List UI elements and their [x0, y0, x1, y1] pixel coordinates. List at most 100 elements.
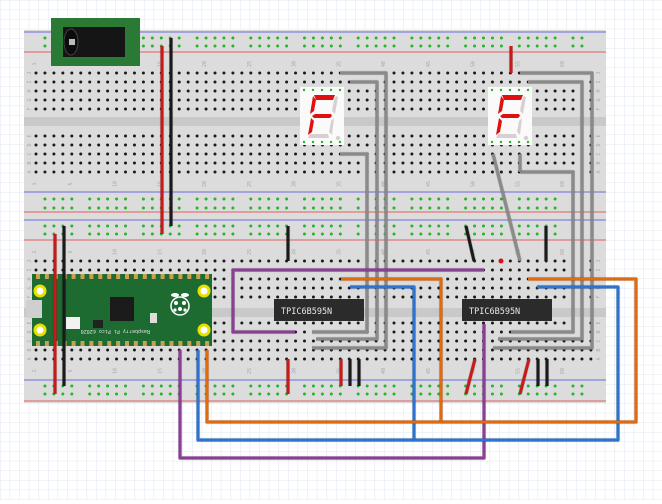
hole[interactable]	[401, 330, 405, 334]
rail-hole[interactable]	[70, 197, 74, 201]
hole[interactable]	[562, 107, 566, 111]
hole[interactable]	[401, 80, 405, 84]
hole[interactable]	[499, 152, 503, 156]
rail-hole[interactable]	[473, 392, 477, 396]
hole[interactable]	[285, 152, 289, 156]
hole[interactable]	[303, 80, 306, 84]
rail-hole[interactable]	[356, 44, 360, 48]
hole[interactable]	[294, 134, 298, 138]
hole[interactable]	[490, 321, 494, 325]
rail-hole[interactable]	[311, 232, 315, 236]
hole[interactable]	[61, 152, 65, 156]
hole[interactable]	[338, 259, 342, 263]
hole[interactable]	[249, 107, 253, 111]
rail-hole[interactable]	[115, 197, 119, 201]
hole[interactable]	[52, 89, 56, 93]
rail-hole[interactable]	[526, 384, 530, 388]
rail-hole[interactable]	[482, 232, 485, 236]
rail-hole[interactable]	[213, 36, 217, 40]
hole[interactable]	[464, 161, 468, 165]
rail-hole[interactable]	[168, 232, 172, 236]
rail-hole[interactable]	[482, 206, 485, 210]
rail-hole[interactable]	[285, 206, 289, 210]
hole[interactable]	[508, 161, 512, 165]
hole[interactable]	[34, 161, 38, 165]
rail-hole[interactable]	[141, 206, 145, 210]
hole[interactable]	[392, 71, 396, 75]
hole[interactable]	[517, 357, 521, 361]
rail-hole[interactable]	[419, 44, 423, 48]
hole[interactable]	[195, 170, 199, 174]
rail-hole[interactable]	[222, 392, 226, 396]
hole[interactable]	[428, 134, 432, 138]
hole[interactable]	[446, 339, 450, 343]
hole[interactable]	[97, 161, 101, 165]
rail-hole[interactable]	[204, 36, 208, 40]
hole[interactable]	[428, 143, 432, 147]
hole[interactable]	[544, 161, 548, 165]
hole[interactable]	[410, 259, 414, 263]
rail-hole[interactable]	[213, 44, 217, 48]
hole[interactable]	[419, 143, 423, 147]
hole[interactable]	[428, 330, 432, 334]
hole[interactable]	[392, 98, 396, 102]
rail-hole[interactable]	[517, 44, 521, 48]
gray-wire[interactable]	[312, 152, 369, 334]
hole[interactable]	[338, 80, 342, 84]
hole[interactable]	[132, 134, 136, 138]
hole[interactable]	[159, 357, 163, 361]
hole[interactable]	[115, 107, 119, 111]
rail-hole[interactable]	[410, 44, 414, 48]
hole[interactable]	[240, 161, 244, 165]
hole[interactable]	[231, 98, 235, 102]
hole[interactable]	[303, 330, 306, 334]
hole[interactable]	[52, 107, 56, 111]
hole[interactable]	[499, 268, 503, 272]
rail-hole[interactable]	[320, 206, 324, 210]
rail-hole[interactable]	[580, 384, 584, 388]
hole[interactable]	[508, 268, 512, 272]
hole[interactable]	[79, 143, 83, 147]
hole[interactable]	[490, 259, 494, 263]
hole[interactable]	[311, 339, 315, 343]
hole[interactable]	[419, 71, 423, 75]
rail-hole[interactable]	[61, 392, 65, 396]
hole[interactable]	[177, 259, 181, 263]
hole[interactable]	[464, 143, 468, 147]
hole[interactable]	[490, 357, 494, 361]
hole[interactable]	[258, 286, 262, 290]
hole[interactable]	[150, 71, 154, 75]
rail-hole[interactable]	[517, 197, 521, 201]
hole[interactable]	[231, 348, 235, 352]
hole[interactable]	[52, 98, 56, 102]
hole[interactable]	[276, 259, 280, 263]
hole[interactable]	[356, 134, 360, 138]
rail-hole[interactable]	[437, 36, 441, 40]
hole[interactable]	[535, 143, 539, 147]
rail-hole[interactable]	[124, 384, 127, 388]
hole[interactable]	[526, 259, 530, 263]
gray-wire[interactable]	[312, 71, 388, 350]
rail-hole[interactable]	[124, 224, 127, 228]
hole[interactable]	[204, 152, 208, 156]
rail-hole[interactable]	[285, 44, 289, 48]
hole[interactable]	[132, 89, 136, 93]
rail-hole[interactable]	[553, 232, 557, 236]
hole[interactable]	[267, 295, 271, 299]
shift-register-chip-2[interactable]: TPIC6B595N	[462, 299, 552, 321]
rail-hole[interactable]	[150, 392, 154, 396]
hole[interactable]	[303, 277, 306, 281]
hole[interactable]	[276, 143, 280, 147]
hole[interactable]	[88, 161, 92, 165]
hole[interactable]	[392, 161, 396, 165]
rail-hole[interactable]	[464, 197, 468, 201]
rail-hole[interactable]	[258, 206, 262, 210]
rail-hole[interactable]	[338, 36, 342, 40]
hole[interactable]	[52, 80, 56, 84]
hole[interactable]	[168, 259, 172, 263]
rail-hole[interactable]	[490, 392, 494, 396]
rail-hole[interactable]	[97, 224, 101, 228]
hole[interactable]	[240, 170, 244, 174]
raspberry-pi-pico[interactable]: Raspberry Pi Pico ©2020	[26, 274, 212, 346]
rail-hole[interactable]	[52, 206, 56, 210]
